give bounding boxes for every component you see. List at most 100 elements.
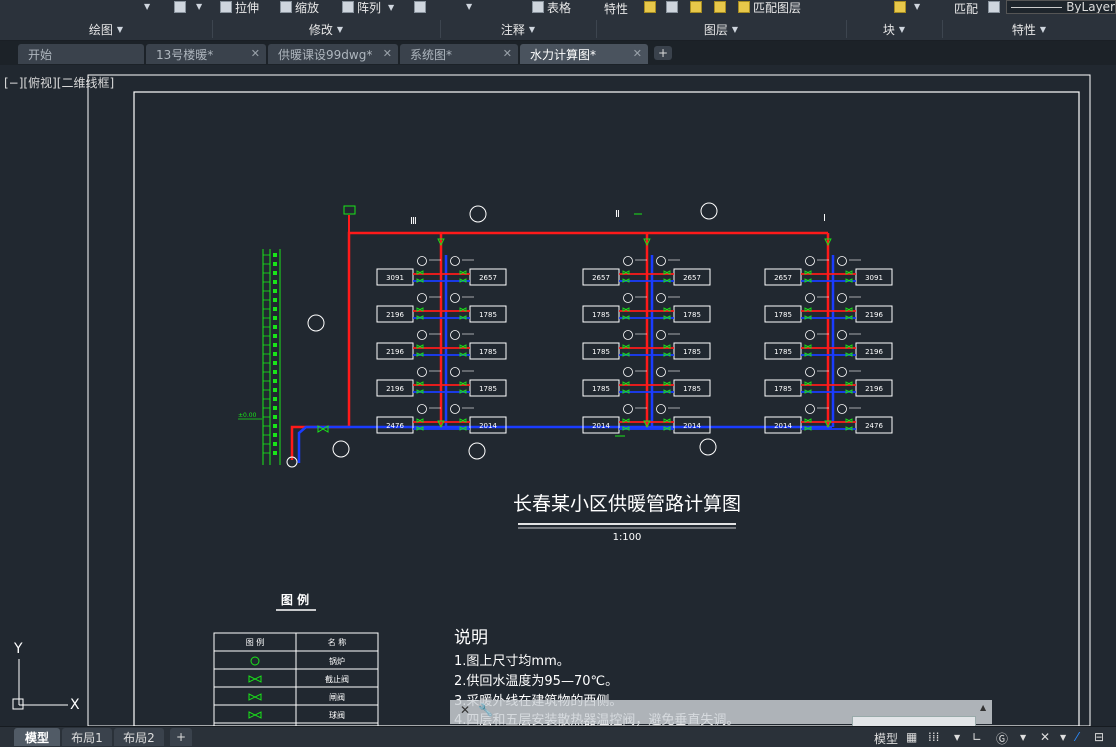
new-tab-button[interactable]: + <box>654 46 672 60</box>
layout-tab-model[interactable]: 模型 <box>14 728 60 746</box>
section-marker <box>417 367 427 377</box>
chevron-down-icon[interactable]: ▼ <box>954 733 961 742</box>
tab-start[interactable]: 开始 <box>18 44 144 64</box>
radiator-box[interactable] <box>376 268 414 286</box>
radiator-box[interactable] <box>855 342 893 360</box>
tab-hydraulic-calc[interactable]: 水力计算图*✕ <box>520 44 648 64</box>
properties-button[interactable]: 特性 <box>604 1 629 16</box>
radiator-box[interactable] <box>673 305 711 323</box>
radiator-box[interactable] <box>469 379 507 397</box>
radiator-box[interactable] <box>469 342 507 360</box>
chevron-up-icon[interactable]: ▲ <box>980 703 987 712</box>
radiator-box[interactable] <box>764 342 802 360</box>
tab-system-drawing[interactable]: 系统图*✕ <box>400 44 518 64</box>
radiator-box[interactable] <box>469 305 507 323</box>
tab-building-13[interactable]: 13号楼暖*✕ <box>146 44 266 64</box>
annotation-icon[interactable]: ⁄ <box>1076 730 1079 744</box>
panel-properties[interactable]: 特性▼ <box>1011 22 1047 37</box>
radiator-box[interactable] <box>673 268 711 286</box>
wrench-icon[interactable]: 🔧 <box>478 703 493 717</box>
radiator-valve-icon <box>622 389 630 394</box>
layer-tool-icon-1[interactable] <box>644 1 656 13</box>
array-button[interactable]: 阵列▼ <box>342 0 394 15</box>
radiator-box[interactable] <box>376 379 414 397</box>
grid-icon[interactable]: ▦ <box>906 730 918 744</box>
radiator-box[interactable] <box>582 268 620 286</box>
draw-dropdown-caret[interactable]: ▼ <box>144 2 151 11</box>
close-icon[interactable]: ✕ <box>502 47 512 60</box>
radiator-box[interactable] <box>855 379 893 397</box>
block-caret[interactable]: ▼ <box>914 2 921 11</box>
panel-annotate[interactable]: 注释▼ <box>440 20 597 38</box>
radiator-box[interactable] <box>673 379 711 397</box>
radiator-box[interactable] <box>469 416 507 434</box>
radiator-box[interactable] <box>582 379 620 397</box>
layout-tab-layout1[interactable]: 布局1 <box>62 728 112 746</box>
radiator-box[interactable] <box>764 305 802 323</box>
polar-icon[interactable]: Ⓖ <box>996 732 1009 746</box>
stretch-button[interactable]: 拉伸 <box>220 0 259 15</box>
layer-tool-icon-3[interactable] <box>690 1 702 13</box>
panel-block[interactable]: 块▼ <box>846 20 943 38</box>
radiator-box[interactable] <box>376 305 414 323</box>
model-space-toggle[interactable]: 模型 <box>874 732 899 746</box>
tab-heating-project[interactable]: 供暖课设99dwg*✕ <box>268 44 398 64</box>
close-icon[interactable]: ✕ <box>460 703 471 717</box>
radiator-box[interactable] <box>469 268 507 286</box>
scale-button[interactable]: 缩放 <box>280 0 319 15</box>
radiator-box[interactable] <box>582 305 620 323</box>
close-icon[interactable]: ✕ <box>382 47 392 60</box>
radiator-valve-icon <box>804 315 812 320</box>
match-layer-button[interactable]: 匹配图层 <box>738 0 801 15</box>
table-button[interactable]: 表格 <box>532 0 571 15</box>
chevron-down-icon[interactable]: ▼ <box>1060 733 1067 742</box>
stack-label: Ⅰ <box>823 213 826 224</box>
workspace-icon[interactable]: ⊟ <box>1094 730 1105 744</box>
radiator-box[interactable] <box>582 416 620 434</box>
close-icon[interactable]: ✕ <box>632 47 642 60</box>
annotate-caret[interactable]: ▼ <box>466 2 473 11</box>
layer-tool-icon-2[interactable] <box>666 1 678 13</box>
radiator-box[interactable] <box>673 416 711 434</box>
radiator-load: 2196 <box>386 348 404 356</box>
match-button[interactable]: 匹配 <box>954 1 979 16</box>
riser-valve-icon <box>824 238 832 247</box>
boiler-icon <box>250 656 260 666</box>
radiator-box[interactable] <box>376 416 414 434</box>
section-marker <box>837 404 847 414</box>
section-marker <box>450 256 460 266</box>
osnap-icon[interactable]: ✕ <box>1040 730 1051 744</box>
radiator-box[interactable] <box>376 342 414 360</box>
scale-marker <box>273 451 277 455</box>
radiator-box[interactable] <box>855 305 893 323</box>
radiator-box[interactable] <box>764 268 802 286</box>
layer-tool-icon-4[interactable] <box>714 1 726 13</box>
linetype-icon[interactable] <box>988 1 1000 13</box>
draw-tool-icon[interactable] <box>174 1 186 13</box>
offset-icon[interactable] <box>414 1 426 13</box>
block-icon[interactable] <box>894 1 906 13</box>
panel-layers[interactable]: 图层▼ <box>596 20 847 38</box>
radiator-valve-icon <box>663 418 671 423</box>
match-layer-icon <box>738 1 750 13</box>
radiator-box[interactable] <box>855 268 893 286</box>
bylayer-select[interactable]: ByLayer <box>1006 0 1116 14</box>
chevron-down-icon[interactable]: ▼ <box>1020 733 1027 742</box>
radiator-box[interactable] <box>673 342 711 360</box>
layout-tab-layout2[interactable]: 布局2 <box>114 728 164 746</box>
radiator-box[interactable] <box>764 416 802 434</box>
radiator-box[interactable] <box>582 342 620 360</box>
add-layout-button[interactable]: + <box>170 728 192 746</box>
draw-tool-caret[interactable]: ▼ <box>196 2 203 11</box>
panel-draw[interactable]: 绘图▼ <box>0 20 213 38</box>
panel-modify[interactable]: 修改▼ <box>212 20 441 38</box>
return-main <box>297 425 832 463</box>
ortho-icon[interactable]: ∟ <box>972 730 983 744</box>
viewport-controls[interactable]: [−][俯视][二维线框] <box>4 76 115 90</box>
snap-icon[interactable]: ⁞⁞⁞ <box>928 730 940 744</box>
radiator-box[interactable] <box>855 416 893 434</box>
radiator-box[interactable] <box>764 379 802 397</box>
close-icon[interactable]: ✕ <box>250 47 260 60</box>
drawing-scale: 1:100 <box>613 532 642 543</box>
